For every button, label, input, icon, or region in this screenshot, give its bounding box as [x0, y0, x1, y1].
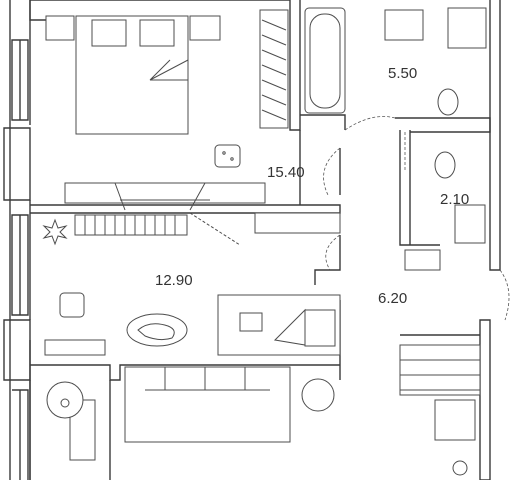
pet-icon [137, 323, 175, 341]
pillar-left-1 [3, 127, 31, 201]
room-area-living-room: 12.90 [155, 272, 193, 289]
sink-bath [384, 9, 424, 41]
wall-bedroom-bottom [30, 204, 341, 214]
floor-plant-icon [301, 378, 335, 412]
nightstand-left [45, 15, 75, 41]
wall-bath-bottom [300, 114, 491, 133]
cabinet-living [74, 214, 188, 236]
balcony-edge [29, 380, 111, 480]
pillar-left-2 [3, 319, 31, 381]
sink-wc [454, 204, 486, 244]
wardrobe-hangers [261, 19, 287, 121]
room-area-hallway: 6.20 [378, 290, 407, 307]
sofa-cushions [145, 367, 270, 391]
window-left-upper [11, 39, 29, 121]
toilet-bath [437, 88, 459, 116]
cabinet-living-lines [84, 215, 176, 235]
nightstand-right [189, 15, 221, 41]
outer-wall-top-bedroom [29, 0, 46, 21]
chair-desk [304, 309, 336, 347]
kitchen-counter [399, 344, 481, 396]
stove-burner [452, 460, 468, 476]
washer-box [447, 7, 487, 49]
bathtub-inner [309, 13, 341, 109]
door-bedroom [323, 147, 341, 196]
blanket-fold [149, 59, 189, 81]
kitchen-counter-lines [400, 359, 480, 391]
ottoman-bedroom [214, 144, 241, 168]
lamp-center [60, 398, 70, 408]
room-area-bathroom: 5.50 [388, 65, 417, 82]
room-area-toilet: 2.10 [440, 191, 469, 208]
wardrobe-divider-doors [114, 182, 210, 211]
sofa [124, 366, 291, 443]
plant-icon [42, 218, 68, 246]
wardrobe [259, 9, 289, 129]
ottoman-dot [222, 151, 226, 155]
shoe-cabinet [404, 249, 441, 271]
wall-toilet [399, 130, 440, 246]
pillow-right [139, 19, 175, 47]
tv-stand [44, 339, 106, 356]
wall-hall-right [479, 319, 491, 480]
ottoman-living [59, 292, 85, 318]
outer-wall-left [9, 0, 31, 480]
wall-bedroom-right [299, 130, 341, 205]
wardrobe-divider [64, 182, 266, 204]
wall-wet-right [489, 0, 501, 271]
desk-bedroom [254, 212, 341, 234]
kitchen-sink [434, 399, 476, 441]
wall-living-bottom [30, 364, 340, 381]
room-area-bedroom: 15.40 [267, 164, 305, 181]
window-left-lower [12, 389, 29, 480]
chair-fold [273, 308, 306, 346]
toilet-wc [434, 151, 456, 179]
door-bath [344, 116, 396, 131]
pillow-left [91, 19, 127, 47]
door-entrance [499, 269, 510, 321]
door-living [325, 234, 341, 271]
ottoman-dot [230, 157, 234, 161]
cabinet-living-door [189, 212, 241, 246]
window-left-middle [11, 214, 29, 316]
wall-bath-right [289, 0, 301, 131]
laptop-icon [239, 312, 263, 332]
